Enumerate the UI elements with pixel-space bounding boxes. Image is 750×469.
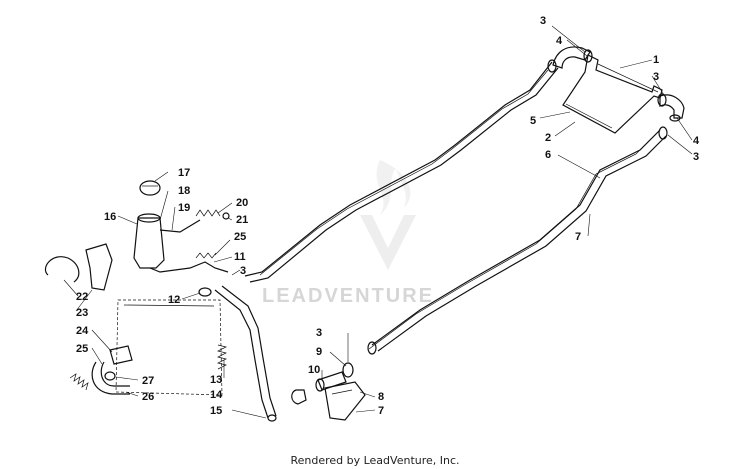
callout-23: 23 [76, 307, 88, 319]
callout-26: 26 [142, 391, 154, 403]
callout-19: 19 [178, 202, 190, 214]
leader-lines [63, 25, 693, 419]
callout-3: 3 [540, 15, 546, 27]
callout-14: 14 [210, 389, 223, 401]
callout-9: 9 [316, 346, 322, 358]
callout-24: 24 [76, 325, 89, 337]
callout-20: 20 [236, 197, 248, 209]
reservoir-assembly [44, 180, 277, 422]
callout-6: 6 [545, 149, 551, 161]
upper-tube-assembly [244, 46, 685, 355]
callout-2: 2 [545, 132, 551, 144]
callout-4: 4 [556, 35, 563, 47]
callout-16: 16 [104, 211, 116, 223]
callout-3: 3 [316, 327, 322, 339]
callout-10: 10 [308, 364, 320, 376]
callout-17: 17 [178, 167, 190, 179]
callout-7: 7 [575, 231, 581, 243]
callout-1: 1 [653, 54, 659, 66]
callout-18: 18 [178, 185, 190, 197]
callout-12: 12 [168, 294, 180, 306]
callout-13: 13 [210, 374, 222, 386]
callout-22: 22 [76, 291, 88, 303]
watermark-text: LEADVENTURE [262, 285, 434, 307]
callout-25: 25 [76, 343, 88, 355]
callout-5: 5 [530, 115, 536, 127]
callout-25: 25 [234, 231, 246, 243]
callout-3: 3 [653, 71, 659, 83]
callout-3: 3 [240, 265, 246, 277]
callout-3: 3 [693, 151, 699, 163]
callout-11: 11 [234, 251, 246, 263]
callout-4: 4 [693, 135, 700, 147]
watermark-logo-icon [360, 160, 416, 270]
callout-8: 8 [378, 391, 384, 403]
watermark: LEADVENTURE [262, 160, 434, 307]
callout-7: 7 [378, 405, 384, 417]
footer-credit: Rendered by LeadVenture, Inc. [290, 454, 459, 467]
callout-15: 15 [210, 405, 222, 417]
lower-coupling-parts [291, 362, 366, 421]
callout-27: 27 [142, 375, 154, 387]
callout-21: 21 [236, 214, 248, 226]
callout-labels: 3 4 1 3 5 2 6 4 3 7 3 9 10 8 7 3 11 25 1… [76, 15, 700, 417]
